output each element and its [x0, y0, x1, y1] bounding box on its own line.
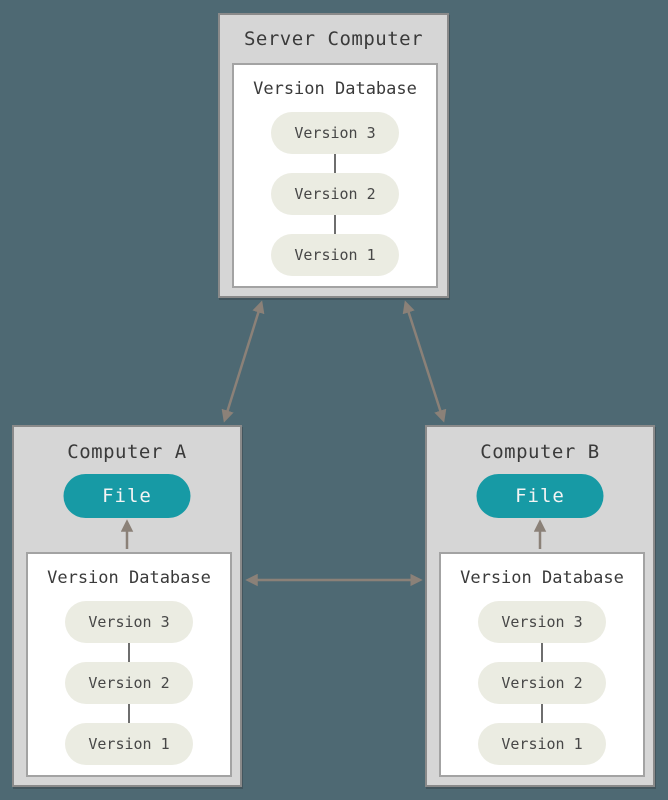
server-version-3-pill: Version 3 — [271, 112, 399, 154]
version-connector-line — [128, 704, 130, 723]
version-connector-line — [128, 643, 130, 662]
server-version-database-title: Version Database — [253, 79, 417, 99]
computer-b-version-stack: Version 3 Version 2 Version 1 — [441, 601, 643, 765]
computer-a-version-database-box: Version Database Version 3 Version 2 Ver… — [26, 552, 232, 777]
computer-b-version-2-pill: Version 2 — [478, 662, 606, 704]
server-version-stack: Version 3 Version 2 Version 1 — [234, 112, 436, 276]
arrow-server-to-computer-a — [221, 300, 265, 423]
computer-b-version-3-pill: Version 3 — [478, 601, 606, 643]
computer-a-file-pill: File — [63, 474, 191, 518]
computer-a-version-database-title: Version Database — [47, 568, 211, 588]
version-connector-line — [541, 643, 543, 662]
server-computer-panel: Server Computer Version Database Version… — [218, 13, 449, 298]
computer-a-title: Computer A — [67, 441, 187, 463]
computer-a-version-3-pill: Version 3 — [65, 601, 193, 643]
version-connector-line — [541, 704, 543, 723]
version-connector-line — [334, 154, 336, 173]
server-version-1-pill: Version 1 — [271, 234, 399, 276]
computer-b-file-pill: File — [476, 474, 604, 518]
computer-a-version-2-pill: Version 2 — [65, 662, 193, 704]
server-version-database-box: Version Database Version 3 Version 2 Ver… — [232, 63, 438, 288]
computer-a-panel: Computer A File Version Database Version… — [12, 425, 242, 787]
arrow-server-to-computer-b — [402, 300, 447, 423]
computer-b-version-database-title: Version Database — [460, 568, 624, 588]
server-computer-title: Server Computer — [243, 28, 424, 50]
computer-b-version-database-box: Version Database Version 3 Version 2 Ver… — [439, 552, 645, 777]
computer-b-panel: Computer B File Version Database Version… — [425, 425, 655, 787]
computer-b-version-1-pill: Version 1 — [478, 723, 606, 765]
version-connector-line — [334, 215, 336, 234]
computer-a-version-stack: Version 3 Version 2 Version 1 — [28, 601, 230, 765]
computer-b-title: Computer B — [480, 441, 600, 463]
computer-a-version-1-pill: Version 1 — [65, 723, 193, 765]
server-version-2-pill: Version 2 — [271, 173, 399, 215]
